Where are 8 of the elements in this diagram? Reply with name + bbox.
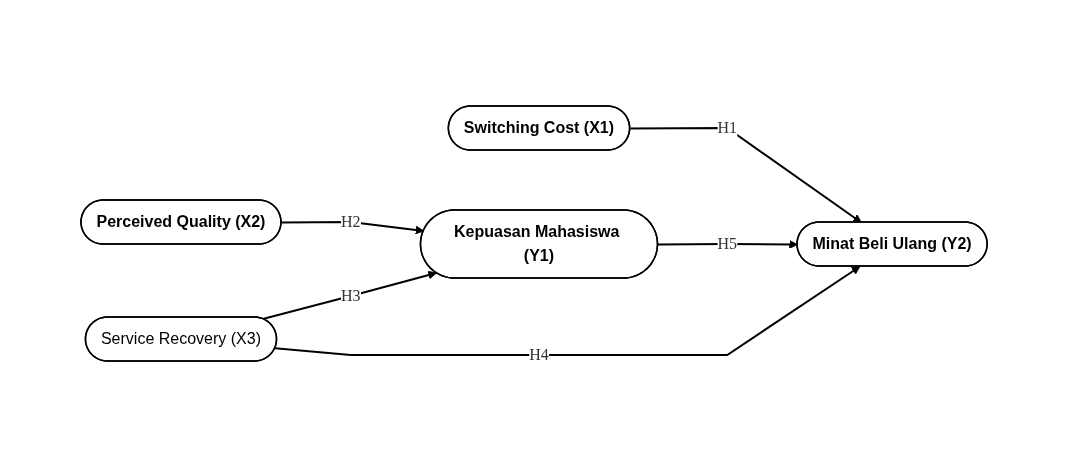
edge-label: H3 [340,287,361,304]
edge-label: H5 [717,235,737,252]
arrow [261,270,437,320]
arrow [629,127,862,223]
edge-label: H1 [717,119,737,136]
edge-label: H4 [529,346,549,363]
edge-label: H2 [340,213,361,230]
arrow [274,266,861,356]
